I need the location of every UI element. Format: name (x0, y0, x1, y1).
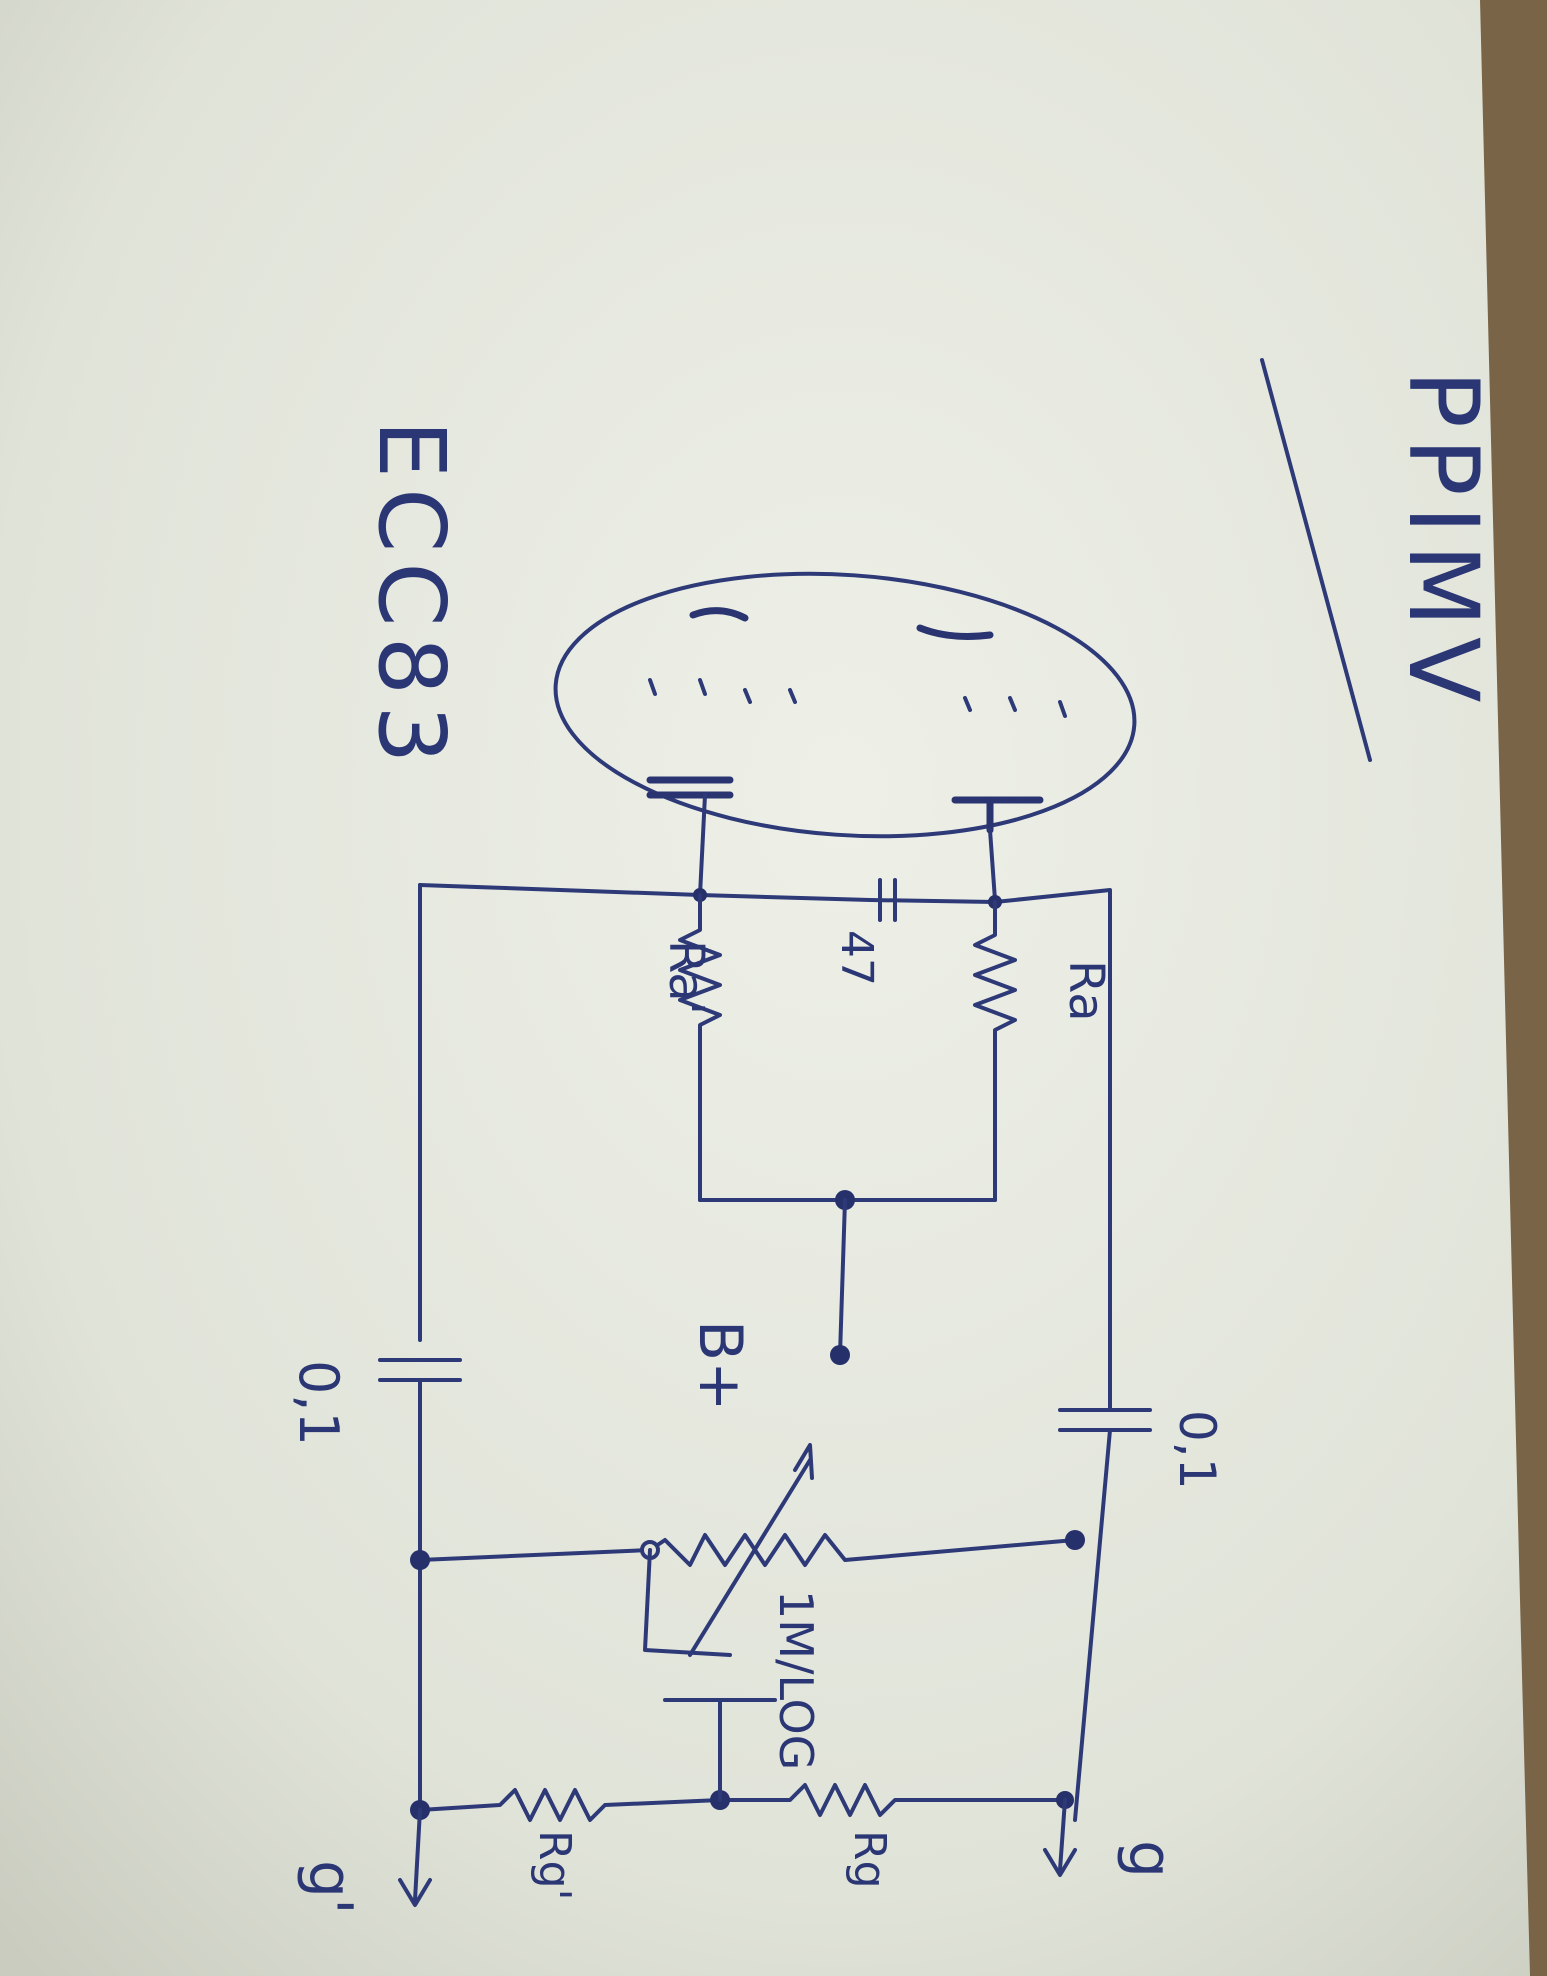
tube-label: ECC83 (358, 420, 465, 774)
junction-pot-right (1065, 1530, 1085, 1550)
capacitor-top-label: 0,1 (1168, 1410, 1226, 1490)
capacitor-bottom-label: 0,1 (287, 1360, 350, 1446)
switch-bracket (663, 1698, 777, 1802)
tube-envelope (553, 571, 1137, 839)
resistor-rg-prime-label: Rg' (529, 1830, 580, 1901)
output-left-label: g' (295, 1860, 365, 1915)
pot-wiper-arrow (793, 1443, 814, 1480)
b-plus-label: B+ (685, 1320, 755, 1411)
plate-lead-left (698, 793, 707, 897)
cathode-right (916, 624, 994, 640)
b-plus-terminal (830, 1345, 850, 1365)
capacitor-47-label: 47 (831, 930, 882, 986)
output-arrow-right (1043, 1798, 1077, 1877)
plate-lead-right (988, 828, 997, 902)
cathode-left (689, 607, 749, 622)
wire-b-plus-lead (838, 1198, 847, 1357)
title-underline (1260, 358, 1372, 762)
grid-dashes (648, 678, 1067, 718)
resistor-rg (718, 1783, 1067, 1817)
junction-pot-left (410, 1550, 430, 1570)
output-arrow-left (398, 1808, 432, 1907)
resistor-rg-label: Rg (844, 1830, 895, 1889)
resistor-ra-prime (678, 893, 722, 1202)
resistor-rg-prime (418, 1788, 722, 1822)
wire-plate-bus-right (418, 883, 1112, 1412)
diagram-title: PPIMV (1387, 370, 1499, 713)
resistor-ra-prime-label: Ra' (658, 940, 714, 1015)
pot-wiper-link (643, 1548, 732, 1657)
capacitor-top (1058, 1408, 1152, 1432)
plates (646, 776, 1044, 834)
output-right-label: g (1115, 1840, 1185, 1878)
capacitor-47 (878, 878, 897, 922)
pot-wiper (688, 1458, 812, 1657)
wire-right-output (1073, 1428, 1112, 1822)
resistor-ra (973, 900, 1017, 1202)
pot-label: 1M/LOG (769, 1590, 823, 1770)
potentiometer (418, 1533, 1077, 1567)
resistor-ra-label: Ra (1058, 960, 1114, 1022)
